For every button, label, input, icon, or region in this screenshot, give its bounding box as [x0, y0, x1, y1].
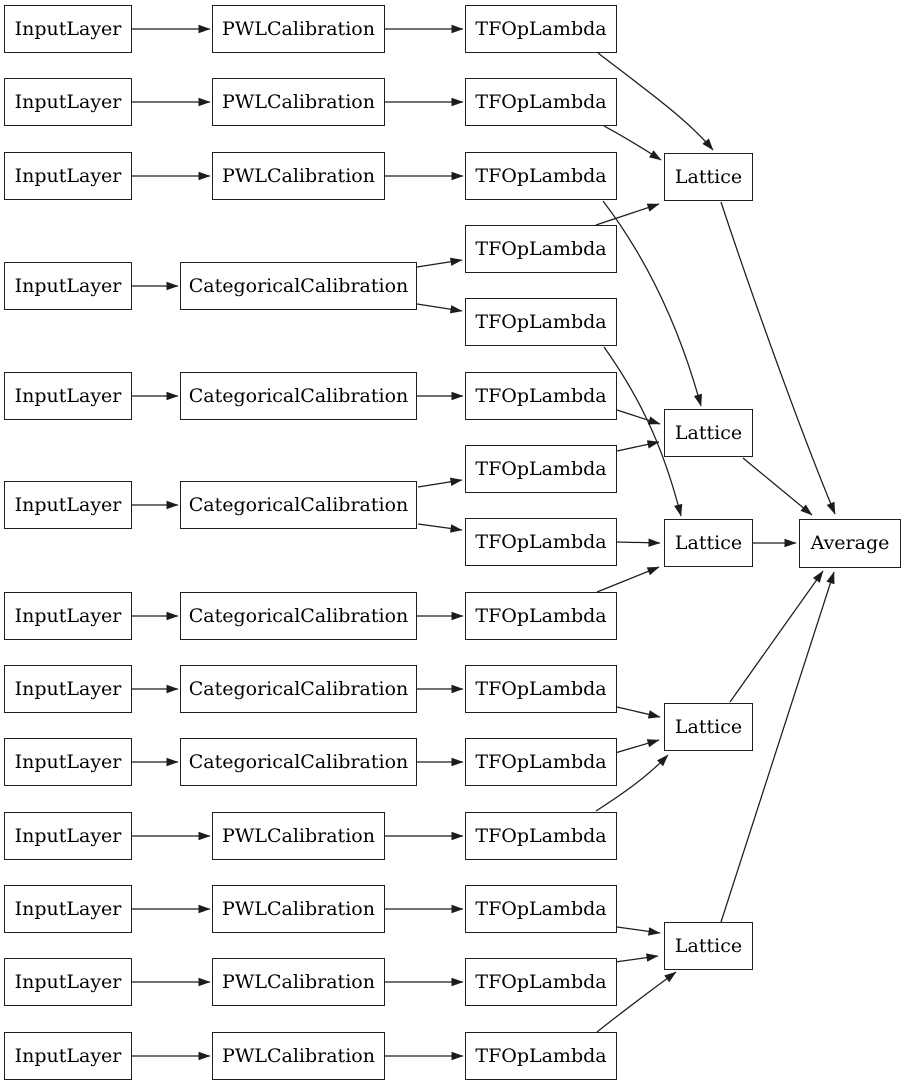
node-pwl-calibration: PWLCalibration [212, 78, 385, 126]
node-input-layer: InputLayer [4, 1032, 132, 1080]
edge-t11-l4 [614, 739, 660, 754]
node-tfop-lambda: TFOpLambda [465, 592, 617, 640]
edge-t14-l5 [614, 953, 659, 963]
node-tfop-lambda: TFOpLambda [465, 298, 617, 346]
edge-l2-a1 [742, 457, 813, 516]
edge-c6-t8 [417, 523, 463, 533]
node-input-layer: InputLayer [4, 262, 132, 310]
node-tfop-lambda: TFOpLambda [465, 225, 617, 273]
edge-c4-t4 [416, 257, 463, 268]
edge-t3-l2 [602, 200, 703, 407]
edge-t6-l2 [616, 409, 661, 425]
node-input-layer: InputLayer [4, 5, 132, 53]
node-categorical-calibration: CategoricalCalibration [180, 262, 417, 310]
edge-t2-l1 [603, 125, 662, 161]
node-pwl-calibration: PWLCalibration [212, 885, 385, 933]
node-lattice: Lattice [664, 922, 753, 970]
edge-t4-l1 [595, 203, 660, 226]
edge-t7-l2 [616, 440, 660, 452]
node-categorical-calibration: CategoricalCalibration [180, 592, 417, 640]
node-tfop-lambda: TFOpLambda [465, 5, 617, 53]
node-tfop-lambda: TFOpLambda [465, 812, 617, 860]
node-input-layer: InputLayer [4, 885, 132, 933]
node-lattice: Lattice [664, 409, 753, 457]
edge-l5-a1 [720, 571, 835, 923]
node-tfop-lambda: TFOpLambda [465, 518, 617, 566]
edge-t10-l4 [616, 706, 661, 719]
node-categorical-calibration: CategoricalCalibration [180, 372, 417, 420]
edge-t12-l4 [595, 754, 669, 812]
edge-c4-t5 [416, 303, 463, 314]
node-tfop-lambda: TFOpLambda [465, 738, 617, 786]
node-input-layer: InputLayer [4, 152, 132, 200]
node-pwl-calibration: PWLCalibration [212, 1032, 385, 1080]
node-pwl-calibration: PWLCalibration [212, 812, 385, 860]
node-input-layer: InputLayer [4, 738, 132, 786]
node-lattice: Lattice [664, 703, 753, 751]
node-tfop-lambda: TFOpLambda [465, 152, 617, 200]
node-tfop-lambda: TFOpLambda [465, 78, 617, 126]
node-pwl-calibration: PWLCalibration [212, 5, 385, 53]
edge-t9-l3 [596, 566, 660, 593]
edge-t5-l3 [603, 346, 683, 517]
node-categorical-calibration: CategoricalCalibration [180, 665, 417, 713]
edge-l4-a1 [729, 570, 824, 703]
node-tfop-lambda: TFOpLambda [465, 1032, 617, 1080]
node-lattice: Lattice [664, 153, 753, 201]
node-tfop-lambda: TFOpLambda [465, 665, 617, 713]
edge-l1-a1 [720, 201, 836, 515]
edge-t15-l5 [596, 971, 677, 1033]
node-categorical-calibration: CategoricalCalibration [180, 481, 417, 529]
edge-t8-l3 [616, 538, 661, 547]
node-input-layer: InputLayer [4, 665, 132, 713]
node-input-layer: InputLayer [4, 481, 132, 529]
edge-t13-l5 [616, 926, 661, 936]
node-pwl-calibration: PWLCalibration [212, 152, 385, 200]
node-input-layer: InputLayer [4, 372, 132, 420]
edge-c6-t7 [417, 477, 463, 488]
node-categorical-calibration: CategoricalCalibration [180, 738, 417, 786]
node-input-layer: InputLayer [4, 812, 132, 860]
node-tfop-lambda: TFOpLambda [465, 958, 617, 1006]
node-input-layer: InputLayer [4, 78, 132, 126]
node-pwl-calibration: PWLCalibration [212, 958, 385, 1006]
node-tfop-lambda: TFOpLambda [465, 372, 617, 420]
node-input-layer: InputLayer [4, 958, 132, 1006]
node-average: Average [799, 519, 901, 568]
edge-t1-l1 [597, 52, 714, 151]
node-input-layer: InputLayer [4, 592, 132, 640]
node-tfop-lambda: TFOpLambda [465, 445, 617, 493]
node-tfop-lambda: TFOpLambda [465, 885, 617, 933]
node-lattice: Lattice [664, 519, 753, 567]
